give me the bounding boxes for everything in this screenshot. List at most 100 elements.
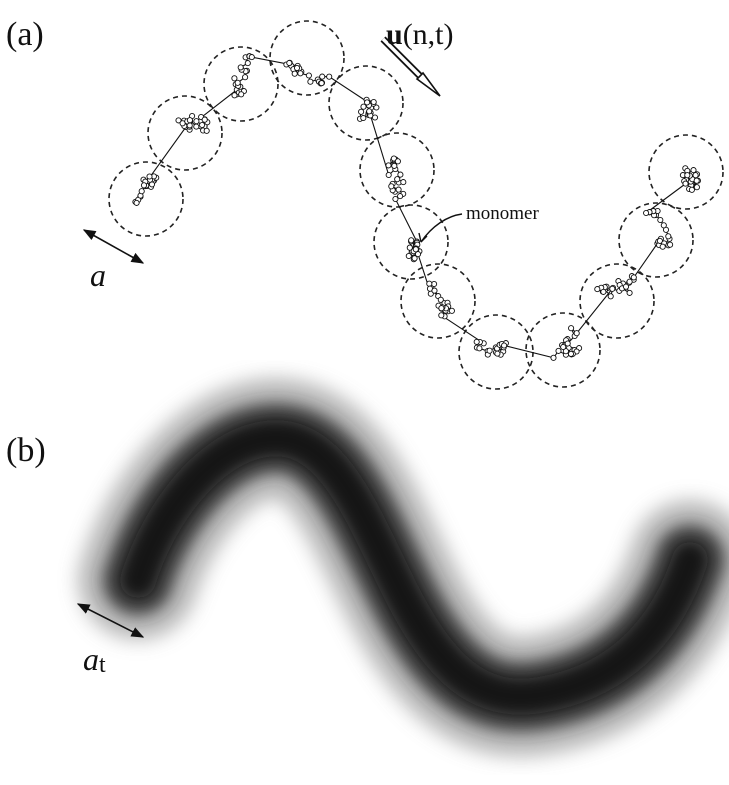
monomer-bead <box>685 173 690 178</box>
monomer-bead <box>610 286 615 291</box>
monomer-bead <box>487 348 492 353</box>
monomer-bead <box>574 331 579 336</box>
monomer-bead <box>415 252 420 257</box>
smooth-tube <box>138 438 690 696</box>
monomer-bead <box>202 117 207 122</box>
monomer-bead <box>395 159 400 164</box>
panel-b-label: (b) <box>6 432 46 469</box>
monomer-bead <box>245 61 250 66</box>
monomer-bead <box>359 109 364 114</box>
monomer-bead <box>474 339 479 344</box>
monomer-bead <box>187 118 192 123</box>
monomer-bead <box>386 163 391 168</box>
monomer-bead <box>389 184 394 189</box>
monomer-bead <box>243 75 248 80</box>
monomer-bead <box>495 351 500 356</box>
monomer-bead <box>139 189 144 194</box>
monomer-bead <box>631 275 636 280</box>
monomer-bead <box>306 73 311 78</box>
panel-b: (b) at <box>6 432 690 697</box>
monomer-bead <box>668 242 673 247</box>
monomer-bead <box>319 81 324 86</box>
monomer-bead <box>361 115 366 120</box>
monomer-bead <box>689 187 694 192</box>
monomer-bead <box>608 294 613 299</box>
monomer-bead <box>395 177 400 182</box>
monomer-bead <box>551 355 556 360</box>
monomer-bead <box>194 124 199 129</box>
monomer-bead <box>194 119 199 124</box>
monomer-bead <box>502 343 507 348</box>
velocity-label: u(n,t) <box>386 18 454 51</box>
blob-circle <box>109 162 183 236</box>
monomer-bead <box>409 238 414 243</box>
monomer-bead <box>556 348 561 353</box>
monomer-bead <box>200 122 205 127</box>
monomer-bead <box>308 79 313 84</box>
monomer-bead <box>595 287 600 292</box>
monomer-bead <box>320 74 325 79</box>
monomer-bead <box>666 234 671 239</box>
monomer-bead <box>439 313 444 318</box>
monomer-bead <box>134 200 139 205</box>
monomer-bead <box>449 308 454 313</box>
monomer-bead <box>432 288 437 293</box>
monomer-bead <box>232 76 237 81</box>
monomer-bead <box>627 279 632 284</box>
monomer-bead <box>147 174 152 179</box>
monomer-bead <box>238 65 243 70</box>
monomer-bead <box>204 128 209 133</box>
monomer-bead <box>565 341 570 346</box>
monomer-bead <box>249 55 254 60</box>
monomer-bead <box>294 65 299 70</box>
monomer-bead <box>239 92 244 97</box>
panel-a: (a) u(n,t) <box>6 16 723 389</box>
monomer-bead <box>367 109 372 114</box>
monomer-bead <box>406 253 411 258</box>
monomer-bead <box>361 104 366 109</box>
monomer-label: monomer <box>466 203 539 224</box>
monomer-bead <box>287 60 292 65</box>
monomer-bead <box>660 244 665 249</box>
blob-size-label: a <box>90 257 106 293</box>
monomer-bead <box>693 173 698 178</box>
monomer-bead <box>292 71 297 76</box>
monomer-bead <box>569 326 574 331</box>
monomer-bead <box>371 99 376 104</box>
monomer-bead <box>691 168 696 173</box>
monomer-bead <box>658 217 663 222</box>
panel-a-label: (a) <box>6 16 44 53</box>
monomer-bead <box>141 183 146 188</box>
monomer-bead <box>398 194 403 199</box>
monomer-bead <box>561 344 566 349</box>
blob-circle <box>270 21 344 95</box>
blob-circle <box>580 264 654 338</box>
monomer-bead <box>232 93 237 98</box>
blob-circle <box>148 96 222 170</box>
monomer-bead <box>327 74 332 79</box>
polymer-chain <box>133 54 701 361</box>
monomer-bead <box>568 351 573 356</box>
monomer-bead <box>393 196 398 201</box>
monomer-bead <box>627 290 632 295</box>
tube-size-label: at <box>83 641 106 678</box>
monomer-bead <box>644 210 649 215</box>
monomer-bead <box>392 163 397 168</box>
monomer-bead <box>427 281 432 286</box>
monomer-bead <box>694 178 699 183</box>
monomer-bead <box>661 223 666 228</box>
monomer-bead <box>601 289 606 294</box>
monomer-bead <box>683 181 688 186</box>
monomer-bead <box>401 180 406 185</box>
monomer-bead <box>694 185 699 190</box>
monomer-bead <box>298 71 303 76</box>
monomer-bead <box>235 80 240 85</box>
monomer-bead <box>396 187 401 192</box>
monomer-bead <box>398 172 403 177</box>
monomer-bead <box>386 172 391 177</box>
chain-backbone <box>135 56 698 358</box>
monomer-bead <box>365 100 370 105</box>
monomer-bead <box>477 346 482 351</box>
monomer-pointer <box>419 214 462 242</box>
